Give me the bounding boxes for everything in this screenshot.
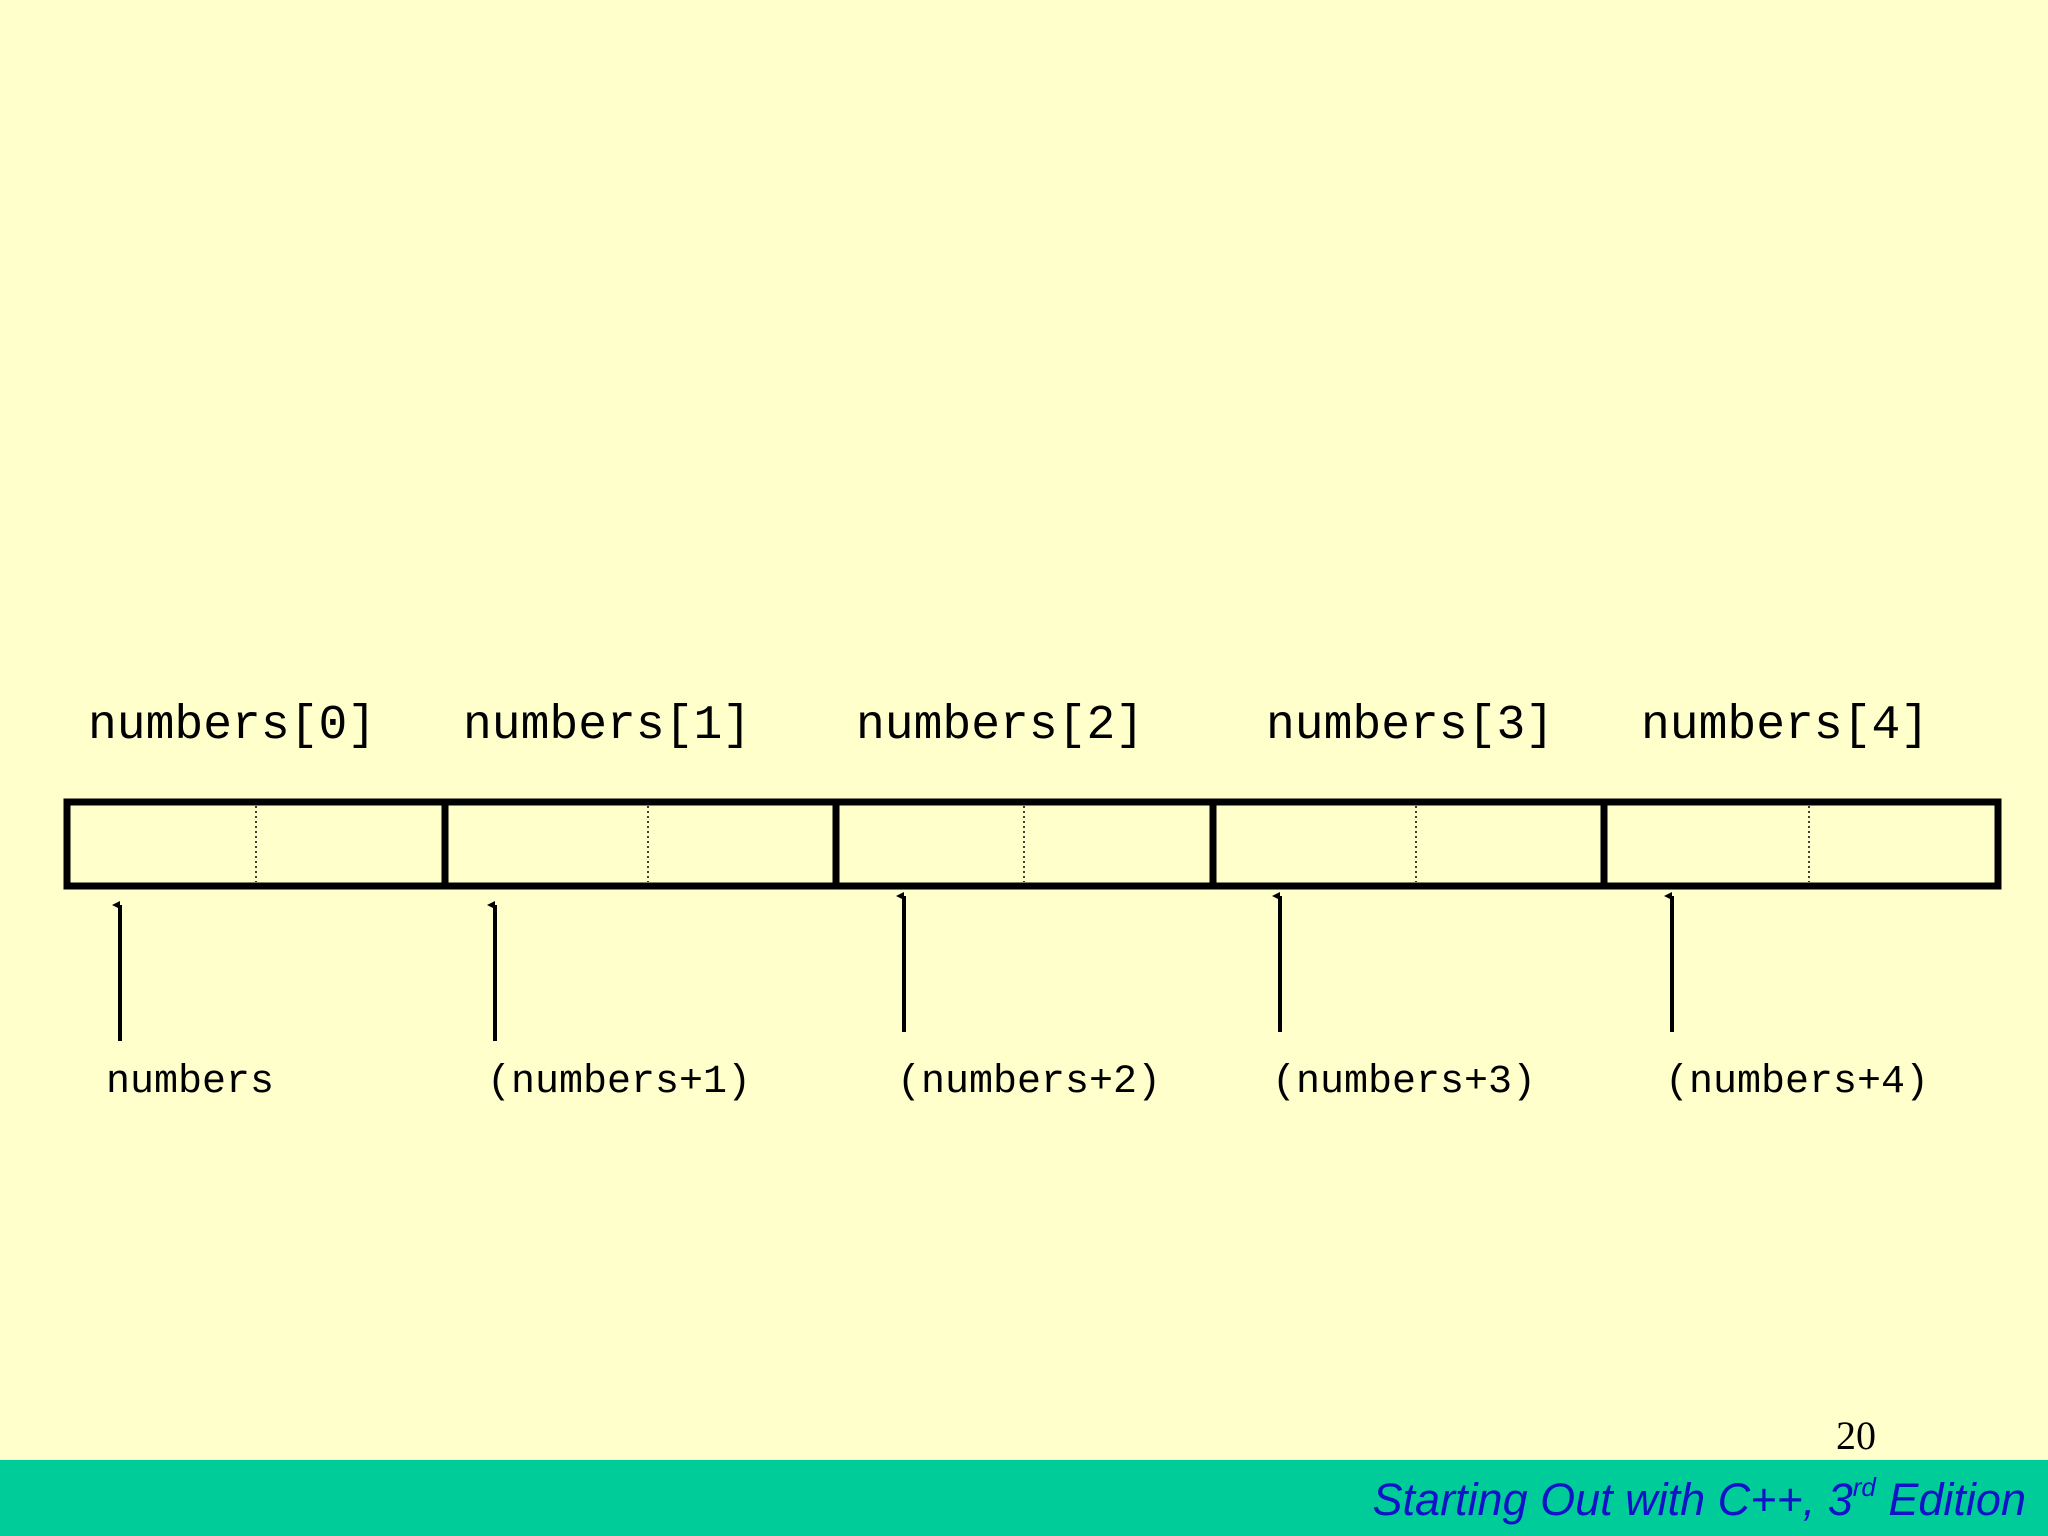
element-label-0: numbers[0]: [88, 699, 376, 753]
pointer-label-4: (numbers+4): [1665, 1060, 1929, 1105]
pointer-label-2: (numbers+2): [897, 1060, 1161, 1105]
element-label-4: numbers[4]: [1641, 699, 1929, 753]
element-label-2: numbers[2]: [856, 699, 1144, 753]
footer-title-prefix: Starting Out with C++, 3: [1372, 1474, 1853, 1525]
pointer-label-1: (numbers+1): [487, 1060, 751, 1105]
pointer-label-3: (numbers+3): [1272, 1060, 1536, 1105]
array-cells: [63, 798, 2002, 890]
footer-title-superscript: rd: [1852, 1472, 1876, 1502]
element-label-1: numbers[1]: [463, 699, 751, 753]
footer-title-suffix: Edition: [1875, 1474, 2026, 1525]
element-label-3: numbers[3]: [1266, 699, 1554, 753]
page-number: 20: [1836, 1413, 1876, 1458]
pointer-label-0: numbers: [106, 1060, 274, 1105]
array-outline: [63, 798, 2002, 890]
footer-bar: Starting Out with C++, 3rd Edition: [0, 1460, 2048, 1536]
footer-title: Starting Out with C++, 3rd Edition: [1373, 1474, 2026, 1526]
